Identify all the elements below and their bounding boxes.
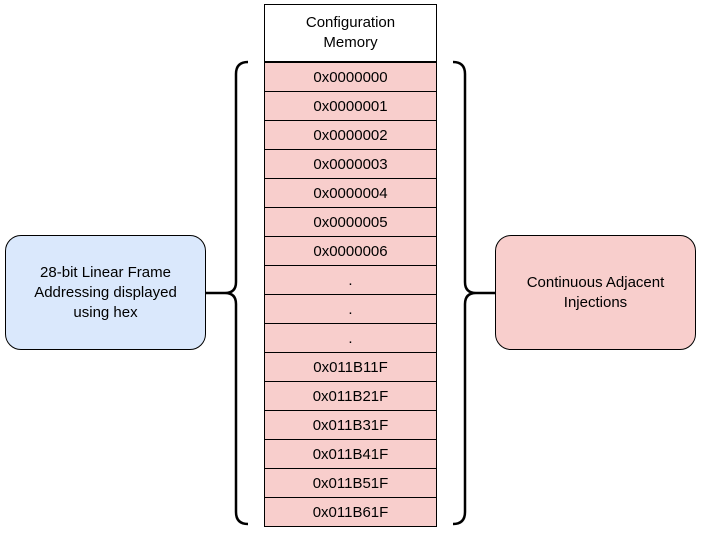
right-brace — [452, 60, 477, 526]
memory-cell: 0x011B31F — [264, 410, 437, 440]
memory-cell: 0x011B11F — [264, 352, 437, 382]
memory-cell: 0x011B41F — [264, 439, 437, 469]
memory-cell: 0x0000002 — [264, 120, 437, 150]
address-format-box: 28-bit Linear Frame Addressing displayed… — [5, 235, 206, 350]
memory-cell: 0x011B61F — [264, 497, 437, 527]
memory-cell: 0x0000005 — [264, 207, 437, 237]
adjacent-injections-box: Continuous Adjacent Injections — [495, 235, 696, 350]
memory-cell: 0x0000006 — [264, 236, 437, 266]
left-brace — [224, 60, 249, 526]
memory-cell: 0x0000003 — [264, 149, 437, 179]
memory-cell: 0x0000000 — [264, 62, 437, 92]
memory-cell: 0x0000004 — [264, 178, 437, 208]
memory-cell-ellipsis: . — [264, 323, 437, 353]
memory-header: Configuration Memory — [264, 4, 437, 62]
memory-cell: 0x011B51F — [264, 468, 437, 498]
memory-cell: 0x011B21F — [264, 381, 437, 411]
